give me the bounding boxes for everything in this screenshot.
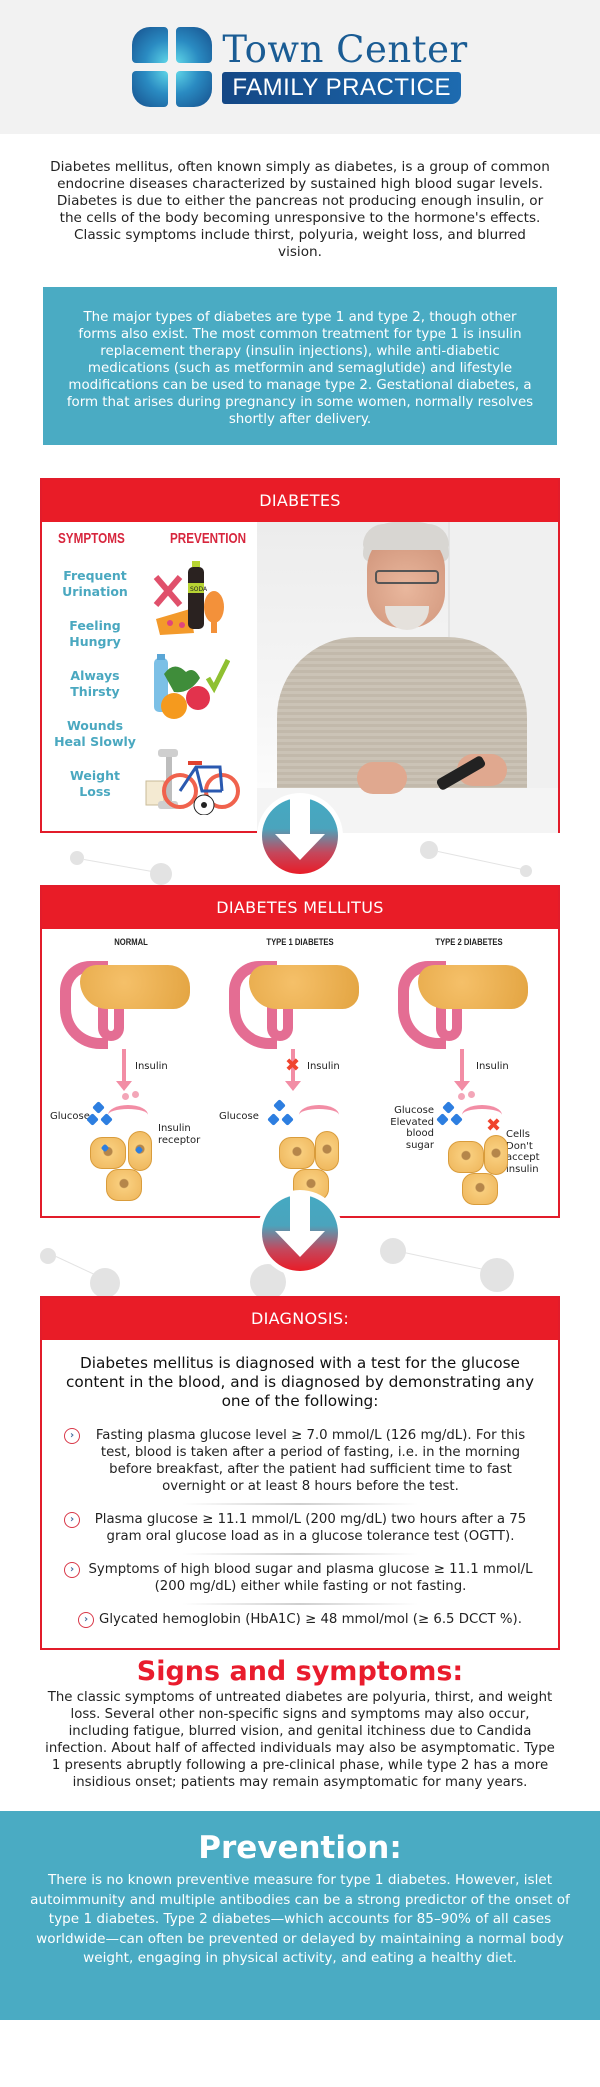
- symptom-item: Frequent Urination: [62, 568, 128, 599]
- diagnosis-criterion: › Glycated hemoglobin (HbA1C) ≥ 48 mmol/…: [64, 1603, 536, 1636]
- diabetes-card: DIABETES SYMPTOMS PREVENTION Frequent Ur…: [40, 478, 560, 833]
- symptom-item: Weight Loss: [70, 768, 120, 799]
- down-arrow-icon: [257, 1190, 343, 1276]
- diagnosis-criterion: › Plasma glucose ≥ 11.1 mmol/L (200 mg/d…: [64, 1503, 536, 1553]
- signs-title: Signs and symptoms:: [136, 1656, 464, 1687]
- diabetes-mellitus-title: DIABETES MELLITUS: [42, 887, 558, 929]
- section-connector: [0, 793, 600, 885]
- insulin-receptor-label: Insulin receptor: [158, 1123, 201, 1146]
- prevention-section: Prevention: There is no known preventive…: [0, 1811, 600, 2020]
- diagnosis-title: DIAGNOSIS:: [42, 1298, 558, 1340]
- diabetes-types-box: The major types of diabetes are type 1 a…: [43, 287, 557, 445]
- svg-text:SODA: SODA: [190, 586, 208, 593]
- healthy-food-check-icon: [150, 654, 231, 724]
- diabetes-card-title: DIABETES: [42, 480, 558, 522]
- panel-type-1: TYPE 1 DIABETES ✖ Insulin Glucose: [219, 937, 381, 1207]
- diabetes-types-text: The major types of diabetes are type 1 a…: [66, 310, 534, 427]
- symptoms-header: SYMPTOMS: [58, 530, 125, 547]
- site-header: Town Center FAMILY PRACTICE: [0, 0, 600, 134]
- panel-type-2: TYPE 2 DIABETES Insulin Glucose Elevated…: [388, 937, 550, 1207]
- panel-title: TYPE 1 DIABETES: [266, 937, 334, 947]
- chevron-right-icon: ›: [64, 1562, 80, 1578]
- diagnosis-intro: Diabetes mellitus is diagnosed with a te…: [65, 1354, 535, 1410]
- junk-food-crossed-icon: SODA: [150, 559, 225, 639]
- symptom-item: Wounds Heal Slowly: [54, 718, 136, 749]
- diagnosis-card: DIAGNOSIS: Diabetes mellitus is diagnose…: [40, 1296, 560, 1650]
- symptom-item: Always Thirsty: [70, 668, 120, 699]
- signs-and-symptoms-section: Signs and symptoms: The classic symptoms…: [0, 1650, 600, 1791]
- panel-title: TYPE 2 DIABETES: [435, 937, 503, 947]
- section-connector: [0, 1190, 600, 1300]
- diagnosis-criterion: › Symptoms of high blood sugar and plasm…: [64, 1553, 536, 1603]
- diagnosis-criterion: › Fasting plasma glucose level ≥ 7.0 mmo…: [64, 1419, 536, 1503]
- prevention-text: There is no known preventive measure for…: [30, 1872, 570, 1966]
- diabetes-mellitus-card: DIABETES MELLITUS NORMAL Insulin Glucose…: [40, 885, 560, 1218]
- exercise-equipment-icon: [142, 745, 242, 816]
- chevron-right-icon: ›: [78, 1612, 95, 1628]
- logo[interactable]: Town Center FAMILY PRACTICE: [132, 27, 467, 107]
- insulin-label: Insulin: [476, 1061, 509, 1072]
- pancreas-icon: [229, 953, 359, 1049]
- panel-normal: NORMAL Insulin Glucose Insulin receptor: [50, 937, 212, 1207]
- blocked-x-icon: ✖: [285, 1055, 301, 1076]
- logo-title: Town Center: [222, 28, 468, 71]
- signs-text: The classic symptoms of untreated diabet…: [45, 1690, 555, 1790]
- prevention-header: PREVENTION: [169, 530, 246, 547]
- panel-title: NORMAL: [114, 937, 148, 947]
- rejected-x-icon: ✖: [486, 1115, 502, 1136]
- symptoms-prevention-panel: SYMPTOMS PREVENTION Frequent Urination S…: [42, 522, 257, 833]
- pancreas-icon: [60, 953, 190, 1049]
- glucose-label: Glucose: [219, 1111, 259, 1122]
- diagnosis-criteria-list: › Fasting plasma glucose level ≥ 7.0 mmo…: [42, 1419, 558, 1648]
- down-arrow-icon: [257, 793, 343, 879]
- chevron-right-icon: ›: [64, 1428, 80, 1444]
- intro-paragraph: Diabetes mellitus, often known simply as…: [50, 159, 550, 260]
- man-testing-blood-glucose-photo: [257, 522, 558, 833]
- insulin-label: Insulin: [135, 1061, 168, 1072]
- glucose-label: Glucose: [50, 1111, 90, 1122]
- insulin-label: Insulin: [307, 1061, 340, 1072]
- logo-subtitle: FAMILY PRACTICE: [222, 72, 461, 104]
- medical-cross-icon: [132, 27, 213, 107]
- symptom-item: Feeling Hungry: [69, 618, 121, 649]
- cells-dont-accept-label: Cells Don't accept insulin: [506, 1129, 540, 1175]
- pancreas-icon: [398, 953, 528, 1049]
- glucose-elevated-label: Glucose Elevated blood sugar: [390, 1105, 434, 1151]
- prevention-title: Prevention:: [198, 1830, 402, 1866]
- chevron-right-icon: ›: [64, 1512, 80, 1528]
